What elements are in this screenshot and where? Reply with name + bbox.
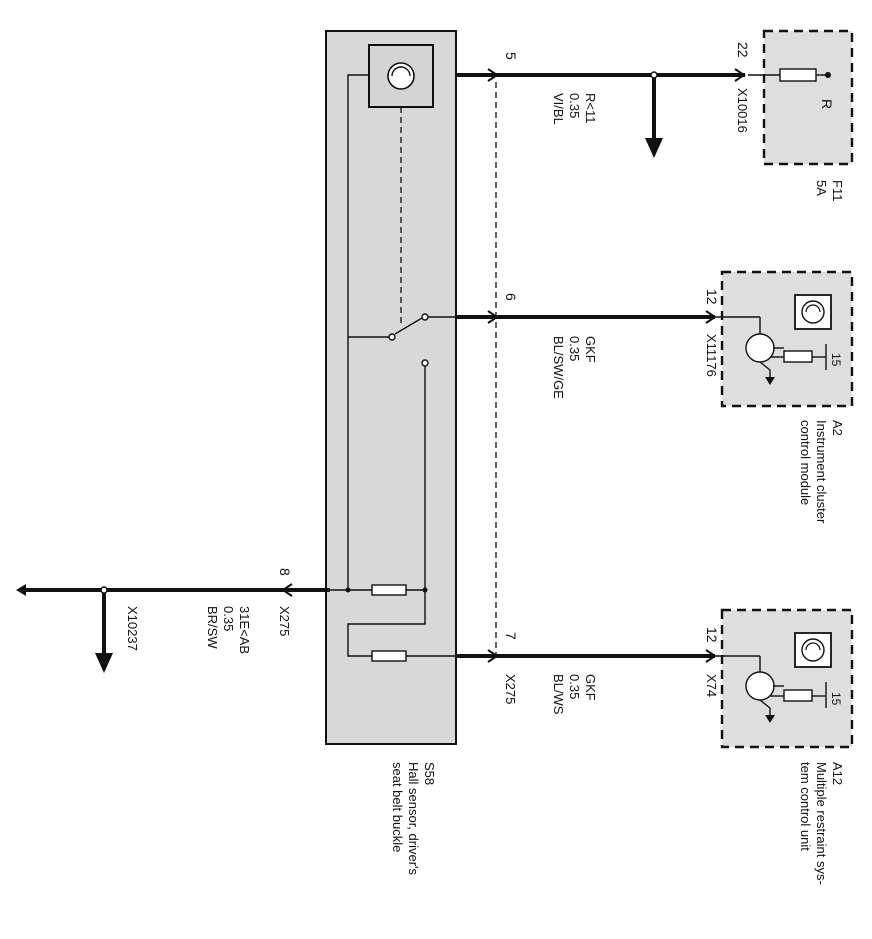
ground-connector: X10237 — [125, 606, 140, 651]
sensor-code: S58 — [422, 762, 437, 785]
wire-7-signal: GKF — [583, 674, 598, 701]
instrument-name-line2: control module — [798, 420, 813, 505]
wire-5[interactable] — [456, 68, 746, 158]
sensor-name-line2: seat belt buckle — [390, 762, 405, 852]
wire-6[interactable] — [456, 310, 717, 324]
sensor-name-line1: Hall sensor, driver's — [406, 762, 421, 876]
wire-5-pin: 5 — [503, 52, 519, 60]
fuse-code: F11 — [830, 180, 845, 201]
wire-7-pin: 7 — [503, 632, 519, 640]
wire-7-gauge: 0.35 — [567, 674, 582, 699]
restraint-connector: X74 — [704, 674, 719, 697]
restraint-name-line1: Multiple restraint sys- — [814, 762, 829, 885]
fuse-f11[interactable] — [748, 29, 854, 166]
wire-5-color: VI/BL — [551, 93, 566, 125]
wire-6-gauge: 0.35 — [567, 336, 582, 361]
restraint-code: A12 — [830, 762, 845, 785]
instrument-cluster-module[interactable] — [716, 270, 854, 408]
wire-5-gauge: 0.35 — [567, 93, 582, 118]
fuse-rating: 5A — [814, 180, 829, 196]
instrument-connector: X11176 — [704, 334, 719, 377]
wire-6-color: BL/SW/GE — [551, 336, 566, 399]
fuse-connector: X10016 — [735, 88, 750, 133]
wire-8-pin: 8 — [277, 568, 293, 576]
wire-8-signal: 31E<AB — [237, 606, 252, 654]
wire-6-signal: GKF — [583, 336, 598, 363]
fuse-pin: 22 — [735, 42, 751, 58]
wire-7[interactable] — [456, 649, 717, 663]
restraint-inner-pin: 15 — [829, 692, 843, 706]
wire-7-connector: X275 — [503, 674, 518, 704]
wire-8-color: BR/SW — [205, 606, 220, 649]
instrument-code: A2 — [830, 420, 845, 436]
restraint-pin: 12 — [704, 627, 720, 643]
wire-6-pin: 6 — [503, 293, 519, 301]
hall-sensor-s58[interactable] — [325, 30, 457, 745]
wire-7-color: BL/WS — [551, 674, 566, 715]
wire-5-signal: R<11 — [583, 93, 598, 123]
wire-8-connector: X275 — [277, 606, 292, 636]
instrument-inner-pin: 15 — [829, 353, 843, 367]
instrument-pin: 12 — [704, 289, 720, 305]
restraint-control-unit[interactable] — [716, 608, 854, 749]
wire-8-gauge: 0.35 — [221, 606, 236, 631]
restraint-name-line2: tem control unit — [798, 762, 813, 851]
wire-8[interactable] — [16, 583, 330, 673]
instrument-name-line1: Instrument cluster — [814, 420, 829, 524]
fuse-terminal: R — [819, 99, 835, 109]
